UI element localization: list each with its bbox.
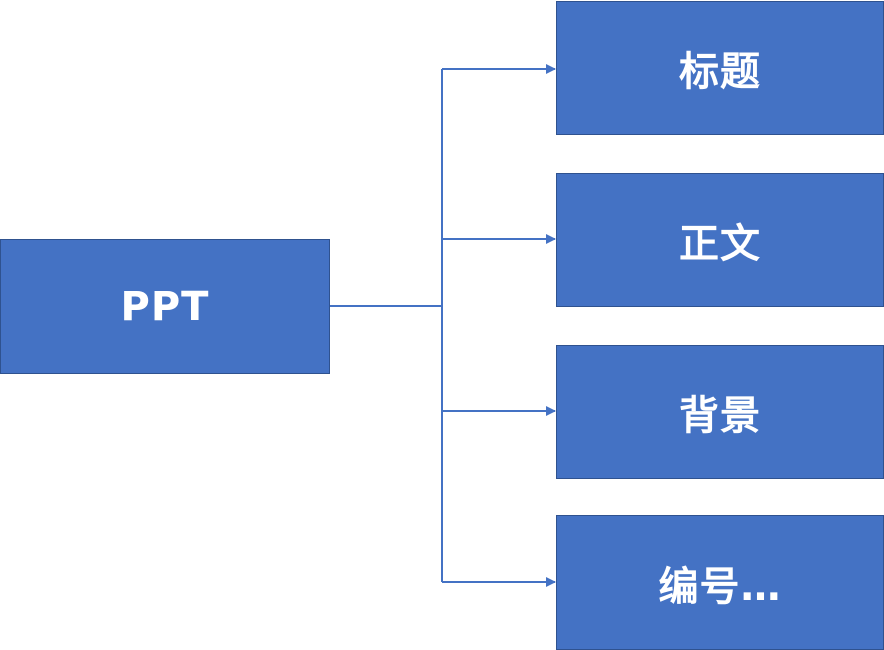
root-node-label: PPT bbox=[120, 283, 210, 330]
child-node-label-background: 背景 bbox=[679, 393, 761, 439]
child-node-numbering: 编号… bbox=[556, 515, 884, 650]
child-node-label-title: 标题 bbox=[679, 49, 761, 95]
child-node-label-numbering: 编号… bbox=[658, 563, 782, 610]
child-node-body: 正文 bbox=[556, 173, 884, 307]
child-node-title: 标题 bbox=[556, 1, 884, 135]
child-node-label-body: 正文 bbox=[679, 221, 761, 267]
child-node-background: 背景 bbox=[556, 345, 884, 479]
root-node-ppt: PPT bbox=[0, 239, 330, 374]
